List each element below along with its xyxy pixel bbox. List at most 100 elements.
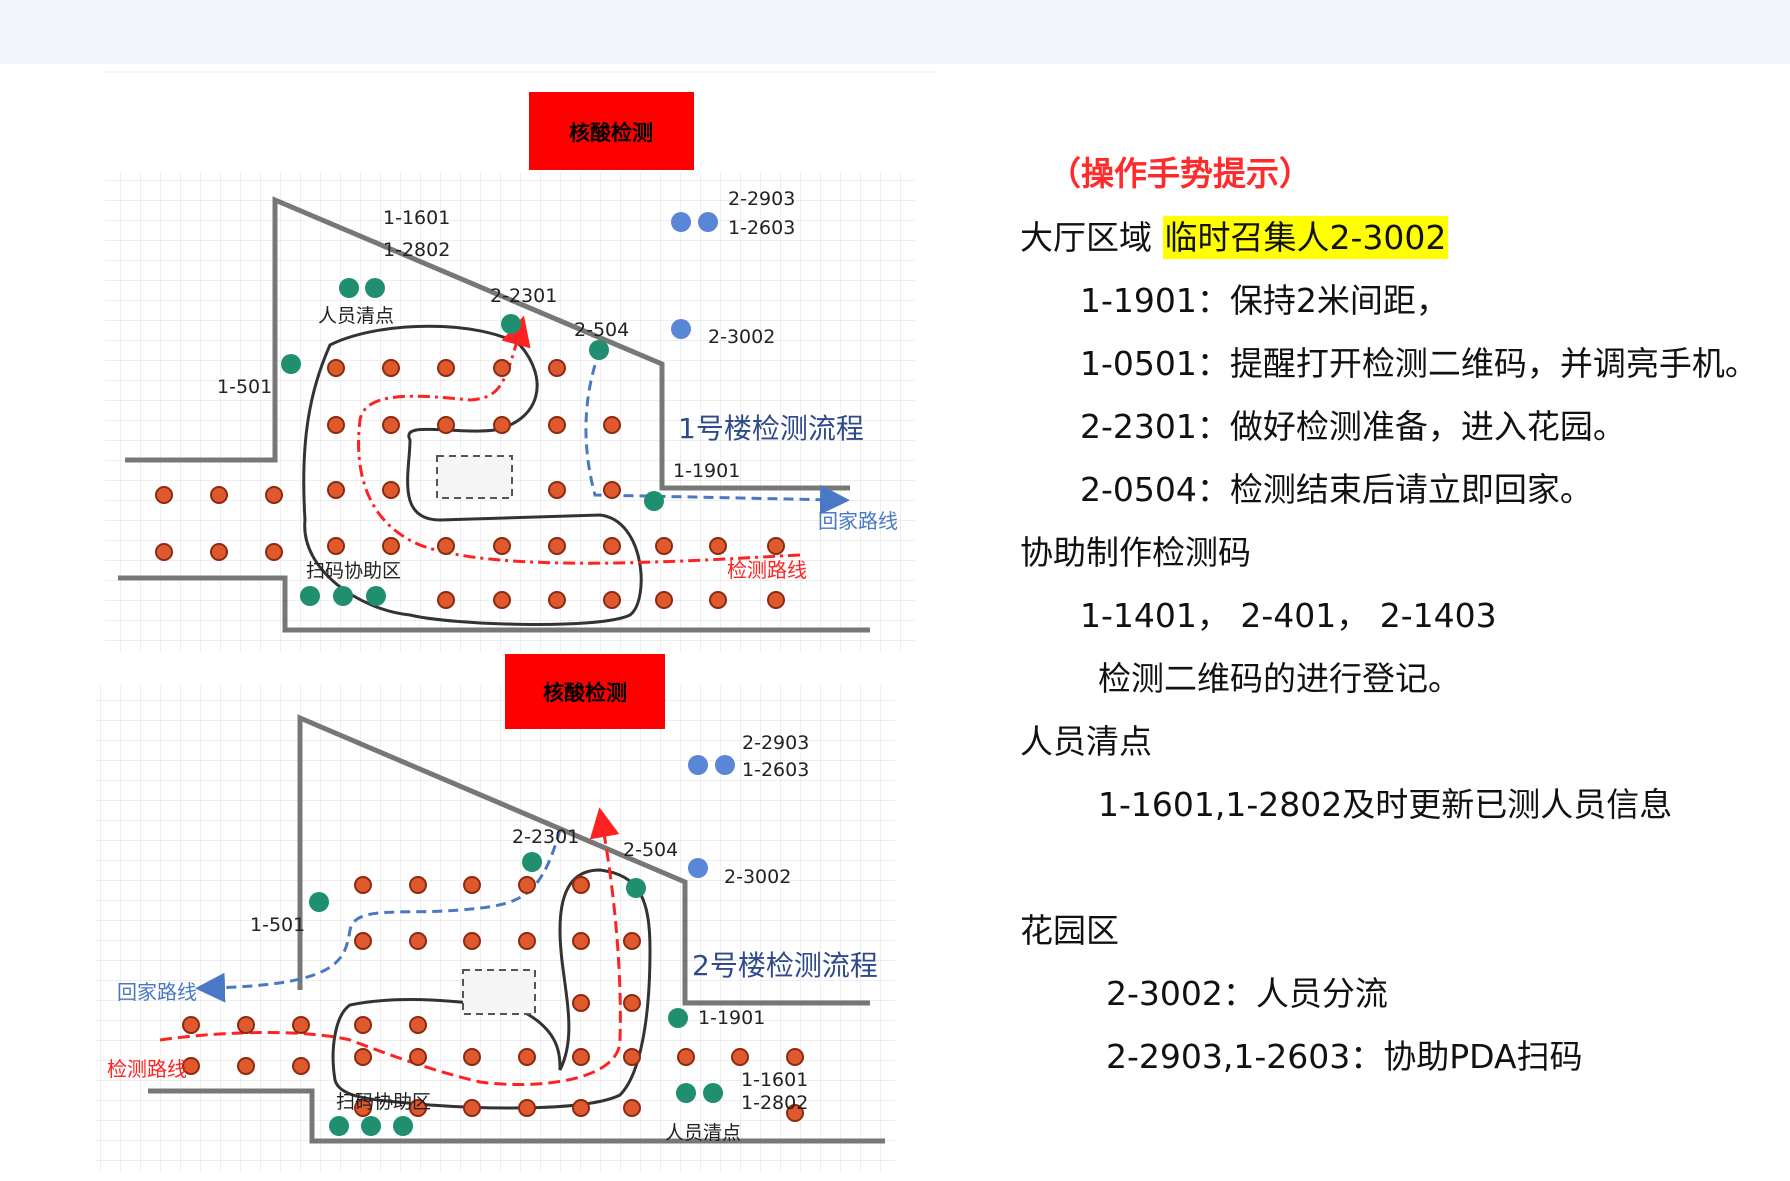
waiting-dot: [292, 1057, 310, 1075]
staff-marker: [329, 1116, 349, 1136]
route-label-home: 回家路线: [117, 980, 197, 1004]
waiting-dot: [623, 1099, 641, 1117]
waiting-dot: [409, 1016, 427, 1034]
waiting-dot: [493, 591, 511, 609]
position-label: 人员清点: [318, 305, 394, 327]
garden-item: 2-3002：人员分流: [1106, 974, 1388, 1013]
waiting-queue-loop: [331, 868, 652, 1110]
waiting-dot: [709, 591, 727, 609]
position-label: 2-504: [623, 839, 678, 861]
position-label: 1-2603: [728, 217, 795, 239]
waiting-dot: [463, 1048, 481, 1066]
banner-box: 核酸检测: [529, 92, 694, 170]
waiting-dot: [572, 876, 590, 894]
waiting-dot: [603, 416, 621, 434]
waiting-dot: [354, 1016, 372, 1034]
waiting-dot: [409, 1099, 427, 1117]
waiting-dot: [437, 359, 455, 377]
test-booth: [436, 455, 513, 499]
banner-label: 核酸检测: [569, 121, 653, 145]
home-route-line: [195, 829, 562, 1003]
position-label: 1-2603: [742, 759, 809, 781]
lobby-title: 大厅区域: [1020, 218, 1152, 257]
waiting-dot: [493, 359, 511, 377]
staff-marker: [671, 319, 691, 339]
waiting-dot: [623, 1048, 641, 1066]
notes-heading: （操作手势提示）: [1048, 154, 1312, 193]
grid-background: [105, 172, 915, 652]
lobby-item: 2-2301：做好检测准备，进入花园。: [1080, 407, 1626, 446]
waiting-dot: [354, 876, 372, 894]
position-label: 2-2301: [490, 285, 557, 307]
waiting-dot: [603, 591, 621, 609]
waiting-dot: [237, 1057, 255, 1075]
position-labels: 2-2903 1-2603 2-2301 2-504 2-3002 1-501 …: [107, 732, 809, 1144]
lobby-item: 1-0501：提醒打开检测二维码，并调亮手机。: [1080, 344, 1758, 383]
code-help-title: 协助制作检测码: [1020, 533, 1251, 572]
headcount-line: 1-1601,1-2802及时更新已测人员信息: [1098, 785, 1673, 824]
waiting-dot: [623, 994, 641, 1012]
waiting-dot: [603, 481, 621, 499]
waiting-dot: [327, 359, 345, 377]
staff-marker: [703, 1083, 723, 1103]
waiting-dot: [572, 994, 590, 1012]
waiting-dot: [409, 1048, 427, 1066]
waiting-dot: [677, 1048, 695, 1066]
waiting-dot: [327, 416, 345, 434]
waiting-dot: [409, 876, 427, 894]
position-label: 1-2802: [741, 1092, 808, 1114]
staff-markers: [281, 212, 718, 606]
waiting-dot: [786, 1104, 804, 1122]
position-label: 2-2301: [512, 826, 579, 848]
staff-marker: [715, 755, 735, 775]
headcount-title: 人员清点: [1020, 722, 1152, 761]
waiting-dot: [655, 537, 673, 555]
staff-marker: [339, 278, 359, 298]
route-label-test: 检测路线: [107, 1057, 187, 1081]
position-label: 2-3002: [724, 866, 791, 888]
top-band: [0, 0, 1790, 64]
staff-marker: [281, 354, 301, 374]
diagram-building-1: 核酸检测 2-2903 1-2603 1-1601: [105, 92, 915, 652]
waiting-dots: [155, 359, 785, 609]
waiting-dot: [493, 416, 511, 434]
staff-marker: [522, 852, 542, 872]
waiting-dot: [518, 1048, 536, 1066]
waiting-dot: [437, 537, 455, 555]
test-booth: [462, 969, 536, 1015]
staff-marker: [676, 1083, 696, 1103]
lobby-item: 2-0504：检测结束后请立即回家。: [1080, 470, 1593, 509]
garden-title: 花园区: [1020, 911, 1119, 950]
waiting-dot: [210, 543, 228, 561]
position-label: 1-1901: [698, 1007, 765, 1029]
flow-title: 1号楼检测流程: [678, 412, 864, 445]
waiting-dot: [382, 481, 400, 499]
waiting-dot: [463, 876, 481, 894]
waiting-dot: [265, 543, 283, 561]
staff-marker: [589, 340, 609, 360]
banner-box: 核酸检测: [505, 654, 665, 729]
waiting-dot: [655, 591, 673, 609]
home-route-line: [584, 349, 850, 515]
waiting-dot: [623, 932, 641, 950]
staff-marker: [688, 755, 708, 775]
position-label: 1-1601: [741, 1069, 808, 1091]
waiting-dot: [382, 416, 400, 434]
waiting-dot: [354, 932, 372, 950]
staff-marker: [644, 491, 664, 511]
waiting-dots: [182, 876, 804, 1122]
waiting-dot: [548, 416, 566, 434]
waiting-dot: [518, 932, 536, 950]
staff-marker: [501, 314, 521, 334]
flow-title: 2号楼检测流程: [692, 949, 878, 982]
position-label: 1-1601: [383, 207, 450, 229]
garden-item: 2-2903,1-2603：协助PDA扫码: [1106, 1037, 1583, 1076]
waiting-dot: [709, 537, 727, 555]
waiting-dot: [409, 932, 427, 950]
staff-marker: [333, 586, 353, 606]
waiting-dot: [327, 537, 345, 555]
position-label: 2-2903: [728, 188, 795, 210]
waiting-dot: [182, 1016, 200, 1034]
staff-marker: [671, 212, 691, 232]
